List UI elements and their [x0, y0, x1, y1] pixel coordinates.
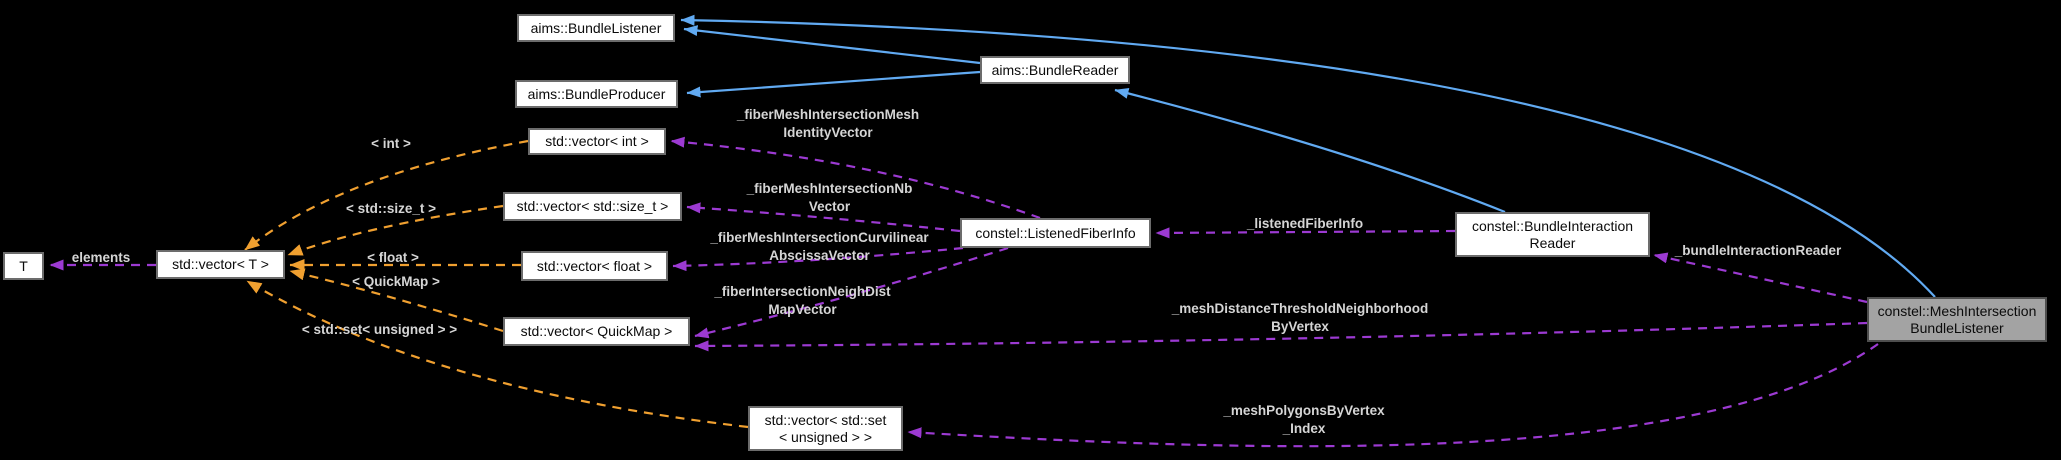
edge-template-size-t: [287, 204, 504, 257]
edge-label-template-quickmap: < QuickMap >: [352, 274, 440, 289]
edge-template-set-unsigned: [246, 280, 749, 429]
edge-inheritance-bundlereader-to-bundlelistener: [683, 25, 981, 65]
edge-usage-fiber-mesh-intersection-nb-vector: [686, 202, 961, 233]
edge-label-listened-fiber-info: _listenedFiberInfo: [1246, 216, 1364, 231]
class-node-std-vector-size-t[interactable]: std::vector< std::size_t >: [503, 192, 682, 221]
edge-label-template-float: < float >: [367, 250, 419, 265]
edge-label-fiber-intersection-neigh-dist-map-vector: _fiberIntersectionNeighDist MapVector: [714, 284, 891, 317]
edge-usage-fiber-intersection-neigh-dist-map-vector: [694, 246, 1009, 339]
class-node-aims-bundlereader[interactable]: aims::BundleReader: [980, 56, 1130, 84]
class-node-t[interactable]: T: [3, 252, 44, 280]
class-node-constel-meshintersectionbundlelistener: constel::MeshIntersection BundleListener: [1867, 297, 2047, 342]
edge-inheritance-bundleinteractionreader-to-bundlereader: [1114, 88, 1506, 214]
edge-usage-mesh-polygons-by-vertex-index: [907, 343, 1879, 448]
edge-usage-fiber-mesh-intersection-mesh-identity-vector: [670, 136, 1041, 220]
edge-usage-listened-fiber-info: [1155, 227, 1456, 239]
edge-inheritance-meshintersectionbundlelistener-to-bundlelistener: [680, 14, 1936, 298]
edge-label-fiber-mesh-intersection-nb-vector: _fiberMeshIntersectionNb Vector: [746, 181, 913, 214]
edge-template-int: [244, 139, 529, 251]
class-node-std-vector-quickmap[interactable]: std::vector< QuickMap >: [503, 317, 690, 346]
edge-label-bundle-interaction-reader: _bundleInteractionReader: [1674, 243, 1842, 258]
edge-label-mesh-distance-threshold-neighborhood-by-vertex: _meshDistanceThresholdNeighborhood ByVer…: [1171, 301, 1429, 334]
edge-label-fiber-mesh-intersection-mesh-identity-vector: _fiberMeshIntersectionMesh IdentityVecto…: [736, 107, 920, 140]
edge-label-elements: elements: [71, 250, 131, 265]
edge-usage-mesh-distance-threshold-neighborhood-by-vertex: [694, 321, 1868, 352]
edge-label-fiber-mesh-intersection-curvilinear-abscissa-vector: _fiberMeshIntersectionCurvilinear Abscis…: [710, 230, 929, 263]
edge-template-quickmap: [289, 268, 504, 333]
edge-label-template-int: < int >: [371, 136, 411, 151]
edge-usage-bundle-interaction-reader: [1653, 252, 1868, 304]
class-node-aims-bundleproducer[interactable]: aims::BundleProducer: [515, 80, 678, 108]
class-node-std-vector-float[interactable]: std::vector< float >: [521, 251, 668, 281]
edge-inheritance-bundlereader-to-bundleproducer: [686, 70, 981, 98]
class-node-constel-listenedfiberinfo[interactable]: constel::ListenedFiberInfo: [960, 218, 1151, 248]
edge-usage-fiber-mesh-intersection-curvilinear-abscissa-vector: [672, 246, 964, 272]
edge-label-mesh-polygons-by-vertex-index: _meshPolygonsByVertex _Index: [1223, 403, 1385, 436]
class-node-std-vector-t[interactable]: std::vector< T >: [156, 250, 285, 279]
class-node-constel-bundleinteractionreader[interactable]: constel::BundleInteraction Reader: [1455, 212, 1650, 257]
class-node-std-vector-int[interactable]: std::vector< int >: [528, 128, 666, 155]
class-node-aims-bundlelistener[interactable]: aims::BundleListener: [517, 14, 675, 42]
edge-label-template-set-unsigned: < std::set< unsigned > >: [301, 322, 458, 337]
class-node-std-vector-std-set-unsigned[interactable]: std::vector< std::set < unsigned > >: [748, 406, 903, 451]
edge-label-template-size-t: < std::size_t >: [345, 201, 437, 216]
